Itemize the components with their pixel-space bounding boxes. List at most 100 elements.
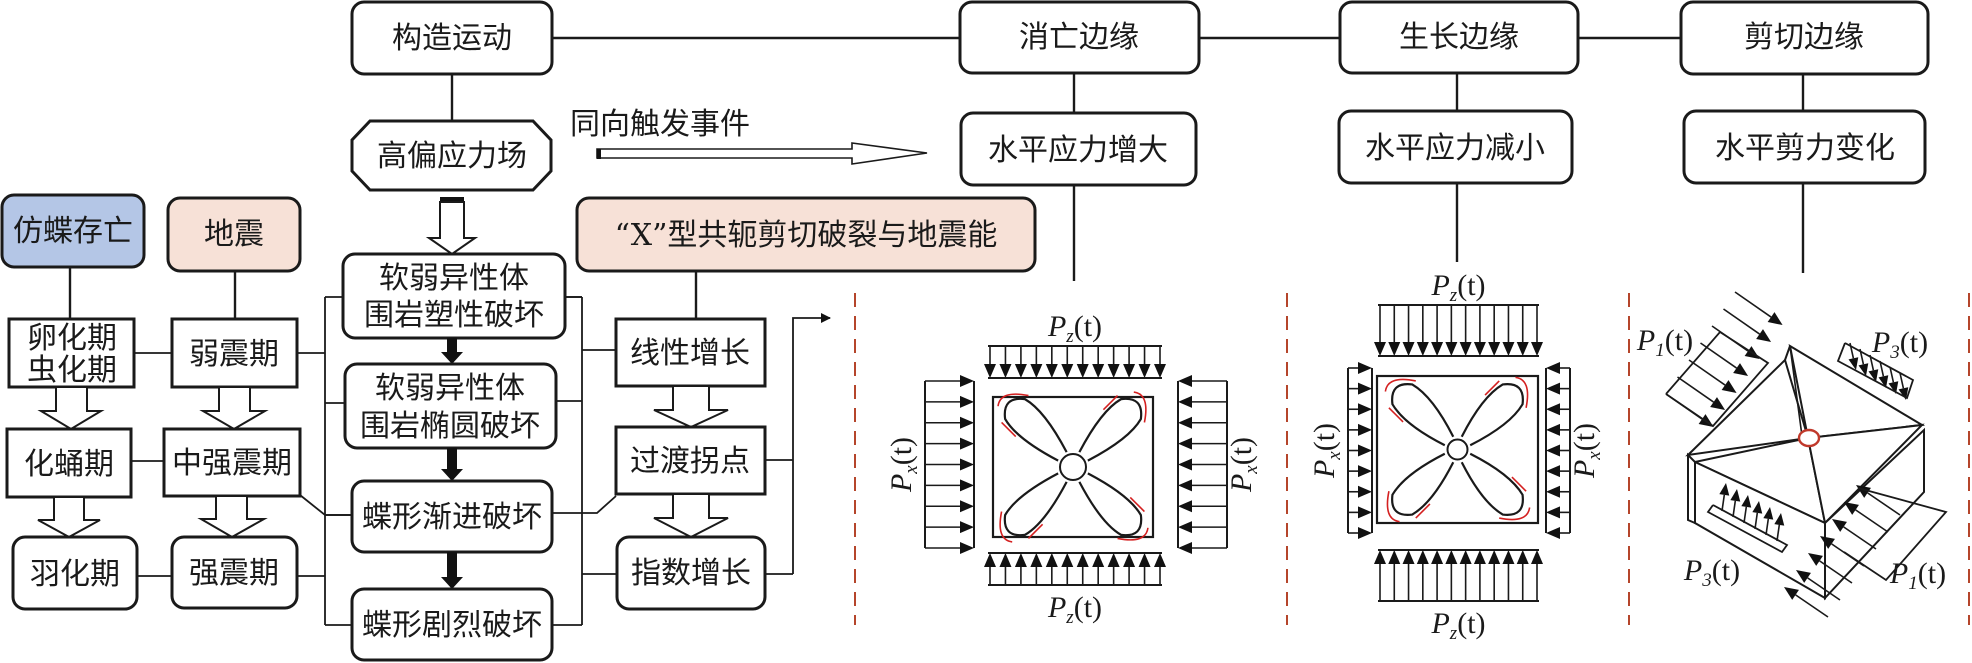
- load-arrow-head: [960, 437, 974, 450]
- failure-stage-4[interactable]: 蝶形剧烈破坏: [350, 587, 554, 662]
- node-shear-margin-label: 剪切边缘: [1744, 20, 1864, 55]
- energy-stage-3[interactable]: 指数增长: [615, 535, 767, 611]
- load-arrow-head: [1107, 553, 1120, 567]
- load-arrow-head: [1502, 342, 1515, 356]
- rock-boundary: [1375, 374, 1540, 525]
- load-arrow-head: [960, 416, 974, 429]
- load-arrow-head: [1092, 553, 1105, 567]
- failure-zone-arc: [1415, 503, 1431, 519]
- node-horizontal-stress-decrease[interactable]: 水平应力减小: [1337, 109, 1574, 185]
- node-high-deviatoric-stress[interactable]: 高偏应力场: [350, 119, 553, 192]
- failure-zone-arc: [1133, 391, 1147, 423]
- failure-zone-arc: [1499, 507, 1531, 521]
- node-horizontal-stress-increase-label: 水平应力增大: [988, 133, 1168, 168]
- load-arrow-head: [960, 542, 974, 554]
- load-arrow-head: [1138, 364, 1151, 378]
- load-arrow-shaft: [1721, 494, 1726, 512]
- header-butterfly[interactable]: 仿蝶存亡: [0, 193, 146, 269]
- load-arrow-head: [984, 553, 996, 567]
- failure-stage-1[interactable]: 软弱异性体 围岩塑性破坏: [341, 252, 567, 340]
- load-arrow-head: [1767, 312, 1783, 326]
- rock-boundary: [991, 395, 1155, 539]
- load-arrow-head: [1848, 357, 1859, 370]
- butterfly-stage-2[interactable]: 化蛹期: [5, 427, 133, 499]
- solid-arrow-down-icon: [441, 338, 463, 364]
- failure-zone-arc: [1515, 376, 1529, 408]
- load-arrow-head: [1878, 375, 1889, 388]
- load-arrow-shaft: [1855, 509, 1889, 533]
- shear-loads: P1(t)P3(t)P3(t)P1(t): [1636, 291, 1948, 618]
- load-arrow-head: [1045, 364, 1058, 378]
- load-arrow-shaft: [1688, 359, 1726, 386]
- butterfly-lobe: [1460, 452, 1524, 516]
- label-pz-bottom: Pz(t): [1047, 591, 1102, 628]
- hollow-arrow-down-icon: [653, 385, 729, 429]
- label-px-right: Px(t): [1568, 423, 1605, 479]
- load-arrow-shaft: [1677, 376, 1715, 403]
- header-earthquake[interactable]: 地震: [166, 196, 302, 273]
- node-horizontal-shear-change-label: 水平剪力变化: [1715, 131, 1895, 166]
- label-p1-bottom: P1(t): [1889, 557, 1946, 594]
- butterfly-stage-1[interactable]: 卵化期 虫化期: [7, 317, 136, 389]
- earthquake-stage-2-label: 中强震期: [172, 446, 292, 481]
- earthquake-stage-1[interactable]: 弱震期: [170, 317, 299, 389]
- trigger-arrow-label: 同向触发事件: [570, 107, 750, 142]
- header-earthquake-label: 地震: [204, 217, 264, 252]
- load-arrow-shaft: [1867, 492, 1901, 516]
- header-energy-label: “X”型共轭剪切破裂与地震能: [615, 218, 998, 253]
- header-energy[interactable]: “X”型共轭剪切破裂与地震能: [575, 196, 1037, 273]
- failure-zone-marker: [1797, 428, 1821, 448]
- load-arrow-head: [1546, 403, 1560, 416]
- earthquake-stage-3[interactable]: 强震期: [170, 535, 299, 610]
- load-arrow-shaft: [1723, 308, 1761, 335]
- earthquake-stage-2[interactable]: 中强震期: [162, 427, 302, 498]
- load-arrow-head: [1178, 375, 1192, 387]
- node-high-deviatoric-stress-label: 高偏应力场: [377, 139, 527, 174]
- load-arrow-head: [1844, 502, 1859, 515]
- load-arrow-head: [1374, 342, 1386, 356]
- load-arrow-shaft: [1732, 500, 1737, 518]
- trigger-arrow: 同向触发事件: [570, 107, 928, 165]
- hollow-arrow-down-icon: [199, 386, 269, 431]
- load-arrow-head: [984, 364, 996, 378]
- node-horizontal-shear-change[interactable]: 水平剪力变化: [1682, 109, 1927, 185]
- load-arrow-head: [1123, 553, 1136, 567]
- energy-stage-2[interactable]: 过渡拐点: [614, 425, 767, 496]
- node-shear-margin[interactable]: 剪切边缘: [1679, 0, 1930, 76]
- load-arrow-head: [1710, 397, 1726, 411]
- failure-stage-3[interactable]: 蝶形渐进破坏: [350, 479, 554, 554]
- load-arrow-shaft: [1899, 372, 1905, 389]
- node-horizontal-stress-increase[interactable]: 水平应力增大: [959, 111, 1198, 187]
- load-arrow-head: [1358, 506, 1372, 519]
- load-arrow-shaft: [1754, 512, 1759, 530]
- load-arrow-shaft: [1819, 560, 1853, 584]
- butterfly-lobe: [1460, 383, 1524, 447]
- butterfly-stage-1-line-1: 卵化期: [27, 321, 117, 356]
- failure-zone-arc: [1117, 527, 1149, 541]
- panel-subduction: Pz(t)Pz(t)Px(t)Px(t): [885, 310, 1262, 628]
- butterfly-stage-3[interactable]: 羽化期: [11, 535, 139, 611]
- load-arrow-head: [1402, 550, 1415, 564]
- load-arrow-head: [1784, 587, 1799, 600]
- load-arrow-head: [1154, 553, 1166, 567]
- energy-stage-2-label: 过渡拐点: [630, 444, 750, 479]
- failure-stage-2[interactable]: 软弱异性体 围岩椭圆破坏: [343, 362, 558, 450]
- load-arrow-head: [1858, 363, 1869, 376]
- node-subduction-margin[interactable]: 消亡边缘: [958, 0, 1201, 75]
- node-growth-margin[interactable]: 生长边缘: [1338, 0, 1580, 75]
- panel-shear: P1(t)P3(t)P3(t)P1(t): [1636, 291, 1948, 618]
- failure-stage-1-line-1: 软弱异性体: [379, 261, 529, 296]
- failure-zone-arc: [1384, 378, 1416, 392]
- label-pz-top: Pz(t): [1430, 269, 1485, 306]
- load-arrow-head: [1730, 489, 1741, 502]
- butterfly-stage-1-line-2: 虫化期: [27, 353, 117, 388]
- load-arrow-head: [1741, 495, 1752, 508]
- failure-zone-arc: [1001, 421, 1017, 438]
- node-tectonic[interactable]: 构造运动: [350, 0, 554, 76]
- borehole-circle: [1059, 453, 1087, 481]
- load-arrow-shaft: [1734, 291, 1772, 318]
- energy-stage-1[interactable]: 线性增长: [614, 317, 767, 388]
- p1-top-load-frame: [1665, 330, 1770, 428]
- load-arrow-head: [1154, 364, 1166, 378]
- header-energy-bg: [575, 196, 1037, 273]
